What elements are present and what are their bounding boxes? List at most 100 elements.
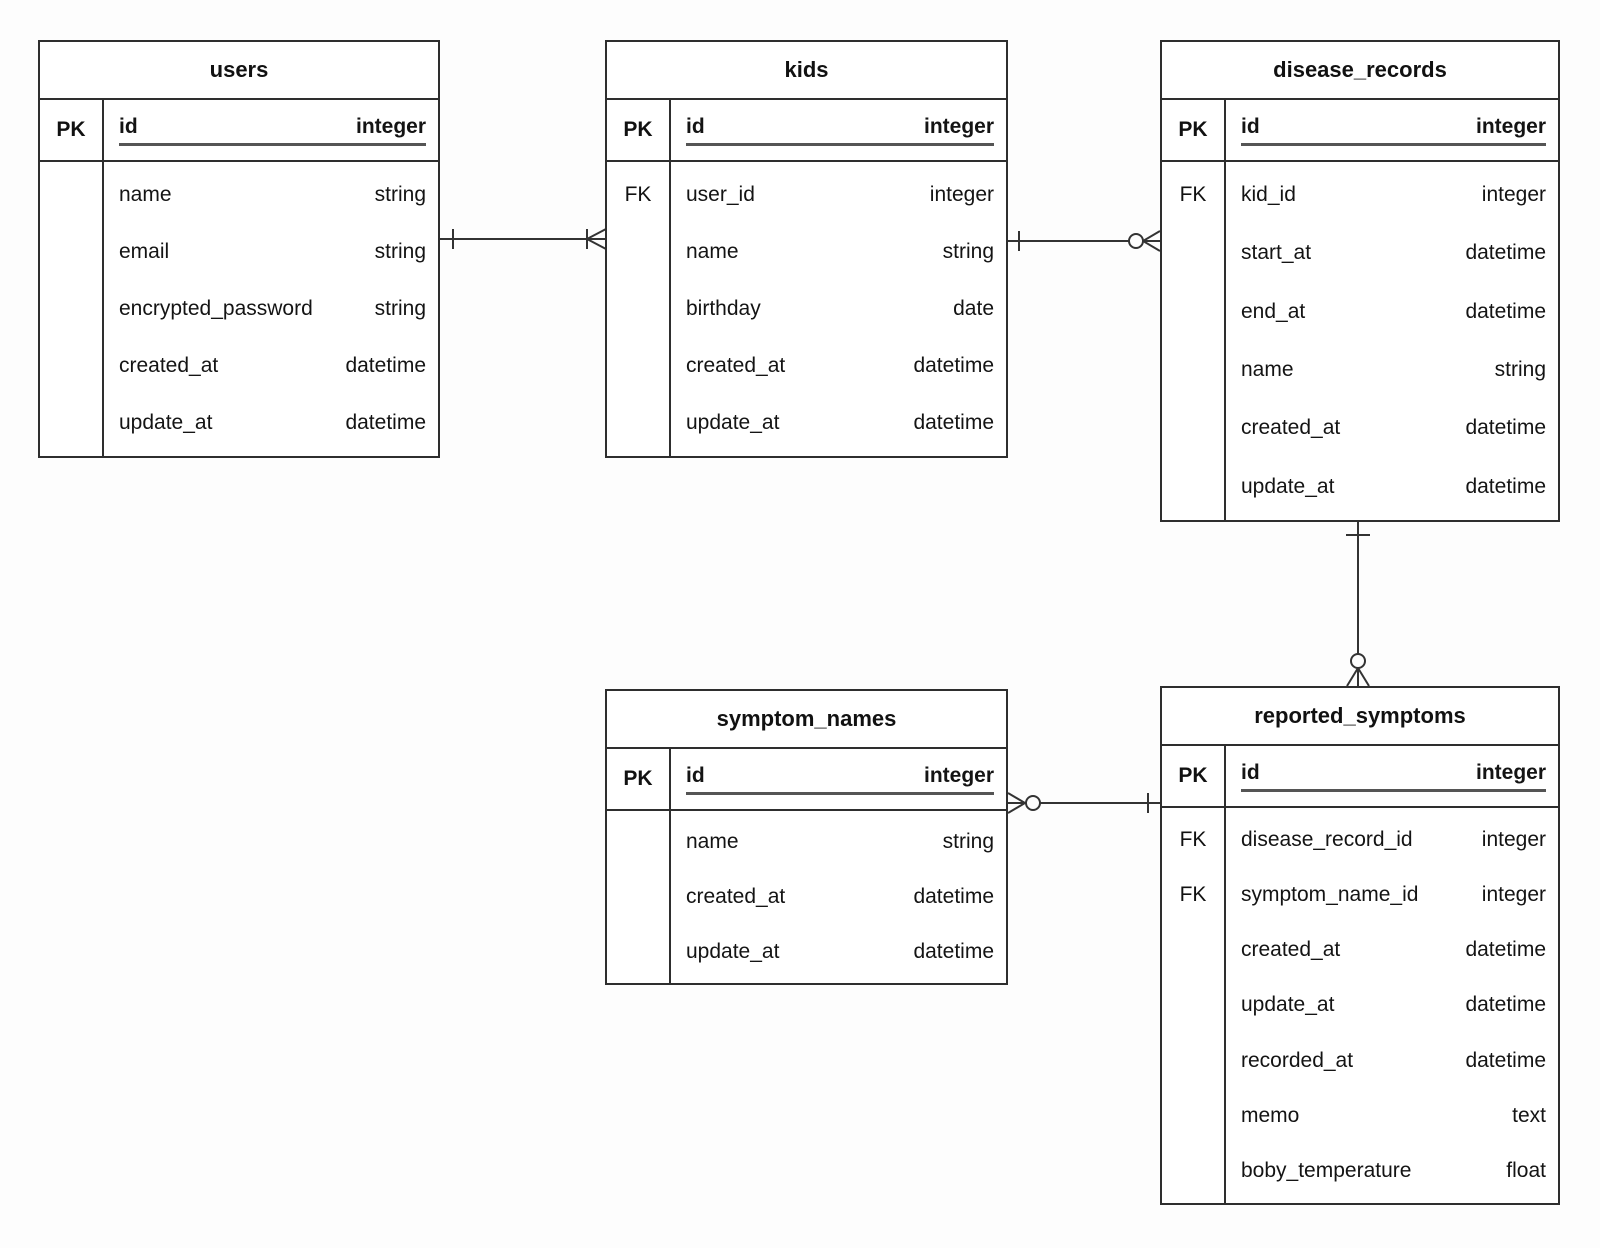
relationship-kids-disease_records[interactable] [1008,230,1161,252]
field-type: datetime [913,354,994,378]
attribute-cell: id integer [1241,761,1546,792]
field-name: id [686,114,705,138]
field-type: integer [1481,183,1546,207]
field-name: end_at [1241,299,1306,323]
field-type: integer [929,182,994,206]
attribute-row: update_at datetime [607,940,1006,964]
field-type: string [374,182,426,206]
field-type: text [1512,1104,1546,1128]
field-type: datetime [345,354,426,378]
attribute-list: FK disease_record_id integer FK symptom_name… [1162,808,1558,1203]
field-name: email [119,239,170,263]
field-name: name [119,182,172,206]
attribute-cell: kid_id integer [1241,183,1546,207]
field-name: id [1241,760,1260,784]
relationship-symptom_names-reported_symptoms[interactable] [1007,792,1160,814]
field-name: kid_id [1241,183,1296,207]
field-name: created_at [119,354,219,378]
field-type: datetime [913,411,994,435]
field-type: datetime [913,884,994,908]
field-name: update_at [686,411,780,435]
key-label: PK [56,118,86,141]
attribute-cell: disease_record_id integer [1241,828,1546,852]
attribute-row: boby_temperature float [1162,1159,1558,1183]
key-column-divider [669,749,671,983]
field-name: created_at [1241,416,1341,440]
field-name: update_at [1241,474,1335,498]
field-name: update_at [686,939,780,963]
attribute-row: created_at datetime [607,885,1006,909]
key-label: FK [1179,882,1207,906]
field-type: float [1506,1159,1546,1183]
field-name: recorded_at [1241,1048,1354,1072]
entity-title: kids [607,42,1006,100]
field-name: created_at [686,884,786,908]
field-name: name [686,830,739,854]
field-type: datetime [1465,993,1546,1017]
field-type: date [953,296,994,320]
field-name: name [686,239,739,263]
field-name: start_at [1241,241,1312,265]
attribute-row: recorded_at datetime [1162,1049,1558,1073]
key-label: PK [1178,118,1208,141]
field-type: integer [1475,760,1546,784]
field-name: symptom_name_id [1241,882,1419,906]
relationship-users-kids[interactable] [440,228,607,250]
field-name: disease_record_id [1241,827,1413,851]
field-name: update_at [119,411,213,435]
field-type: integer [355,114,426,138]
entity-title: users [40,42,438,100]
attribute-row: FK kid_id integer [1162,183,1558,207]
field-type: datetime [1465,241,1546,265]
relationship-disease_records-reported_symptoms[interactable] [1346,522,1370,687]
attribute-cell: created_at datetime [686,885,994,909]
attribute-row: created_at datetime [1162,416,1558,440]
key-column-divider [1224,746,1226,1203]
field-type: string [374,296,426,320]
field-type: integer [1481,827,1546,851]
attribute-cell: created_at datetime [119,354,426,378]
field-name: name [1241,358,1294,382]
field-type: integer [923,763,994,787]
field-name: boby_temperature [1241,1159,1412,1183]
key-label: FK [624,182,652,206]
key-column-divider [669,100,671,456]
attribute-cell: update_at datetime [686,411,994,435]
key-label: FK [1179,183,1207,207]
field-type: datetime [913,939,994,963]
attribute-cell: recorded_at datetime [1241,1049,1546,1073]
field-type: datetime [1465,1048,1546,1072]
field-type: datetime [1465,416,1546,440]
